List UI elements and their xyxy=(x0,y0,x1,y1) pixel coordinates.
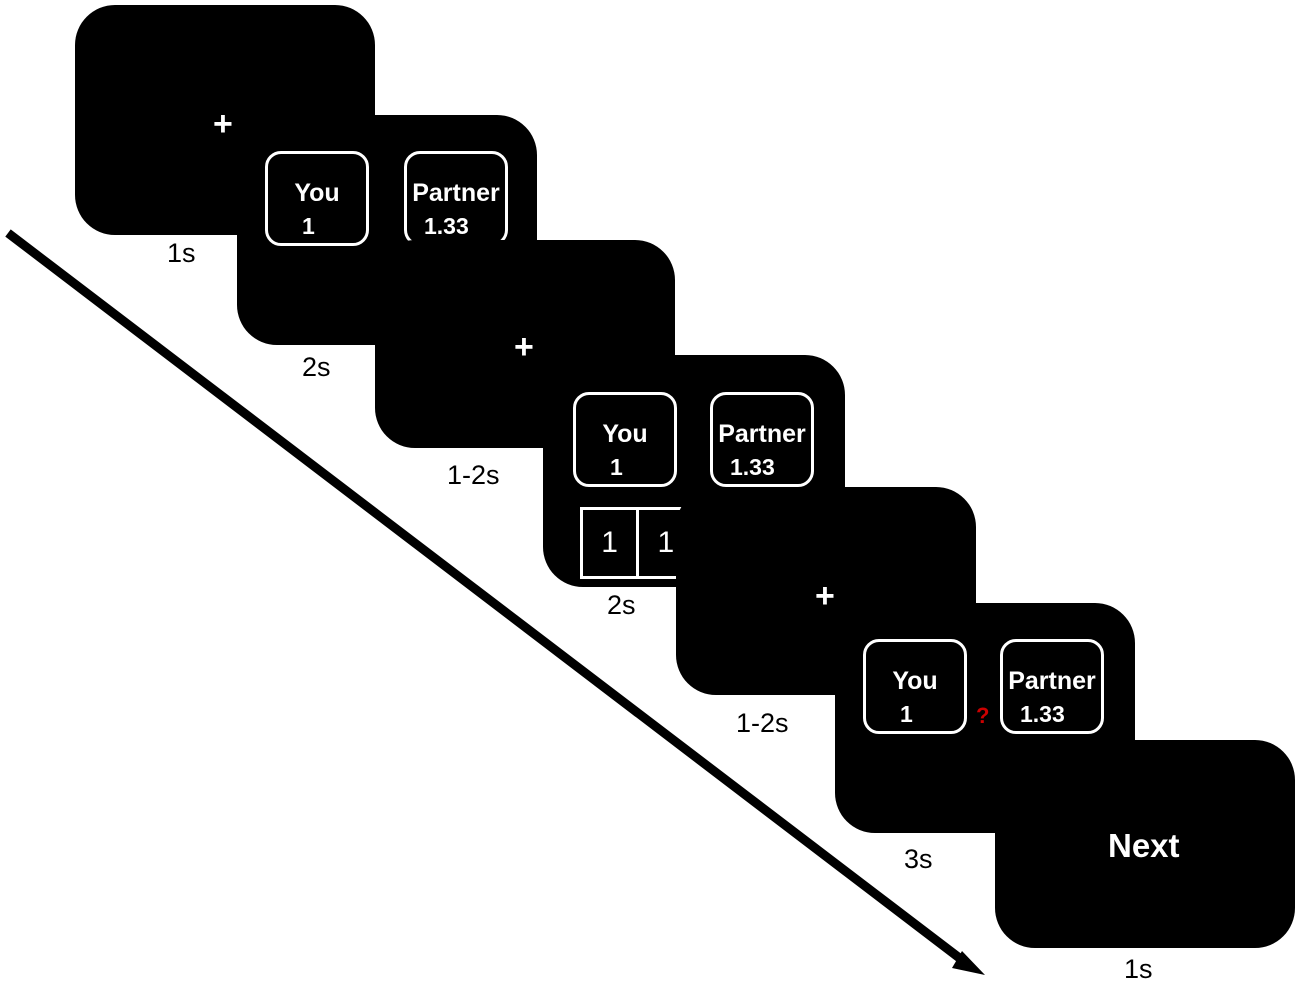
duration-label: 1-2s xyxy=(447,460,500,490)
partner-label: Partner xyxy=(718,420,806,448)
grid-cell: 1 xyxy=(583,510,640,576)
duration-label: 1s xyxy=(167,238,196,268)
screen-next: Next xyxy=(995,740,1295,948)
partner-label: Partner xyxy=(1008,667,1096,695)
partner-card: Partner 1.33 xyxy=(404,151,508,246)
you-amount: 1 xyxy=(900,701,913,727)
partner-amount: 1.33 xyxy=(1020,701,1065,727)
you-label: You xyxy=(602,420,648,448)
screen-choice: You 1 ? Partner 1.33 xyxy=(835,603,1135,833)
next-label: Next xyxy=(1108,827,1180,864)
question-mark: ? xyxy=(976,703,990,728)
duration-label: 1s xyxy=(1124,954,1153,984)
duration-label: 1-2s xyxy=(736,708,789,738)
partner-card: Partner 1.33 xyxy=(1000,639,1104,734)
partner-card: Partner 1.33 xyxy=(710,392,814,487)
you-amount: 1 xyxy=(302,213,315,239)
you-label: You xyxy=(294,179,340,207)
partner-amount: 1.33 xyxy=(424,213,469,239)
fixation-cross: + xyxy=(213,105,233,143)
you-card: You 1 xyxy=(265,151,369,246)
you-label: You xyxy=(892,667,938,695)
you-card: You 1 xyxy=(573,392,677,487)
partner-label: Partner xyxy=(412,179,500,207)
duration-label: 3s xyxy=(904,844,933,874)
you-card: You 1 xyxy=(863,639,967,734)
partner-amount: 1.33 xyxy=(730,454,775,480)
duration-label: 2s xyxy=(302,352,331,382)
fixation-cross: + xyxy=(815,577,835,615)
duration-label: 2s xyxy=(607,590,636,620)
you-amount: 1 xyxy=(610,454,623,480)
fixation-cross: + xyxy=(514,328,534,366)
